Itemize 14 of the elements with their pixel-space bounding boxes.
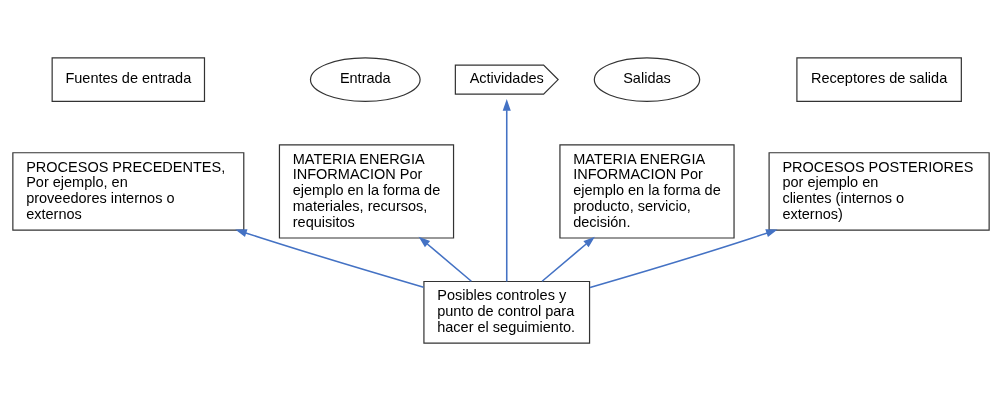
arrow xyxy=(418,236,473,282)
node-ellipse: Salidas xyxy=(593,56,701,102)
node-box: PROCESOS PRECEDENTES, Por ejemplo, en proveedores internos o externos xyxy=(12,151,245,231)
node-box: MATERIA ENERGIA INFORMACION Por ejemplo en la forma de producto, servicio, decisión. xyxy=(559,143,735,239)
node-box: MATERIA ENERGIA INFORMACION Por ejemplo en la forma de materiales, recursos, requisitos xyxy=(278,143,455,239)
arrow xyxy=(502,98,511,282)
node-box: Receptores de salida xyxy=(796,56,962,102)
arrow xyxy=(589,228,778,288)
arrow xyxy=(235,228,425,288)
node-box: Posibles controles y punto de control para hacer el seguimiento. xyxy=(423,280,591,344)
node-box: Fuentes de entrada xyxy=(51,56,206,102)
node-box: PROCESOS POSTERIORES por ejemplo en clientes (internos o externos) xyxy=(768,151,990,231)
node-ellipse: Entrada xyxy=(309,56,421,102)
arrow xyxy=(541,236,595,282)
